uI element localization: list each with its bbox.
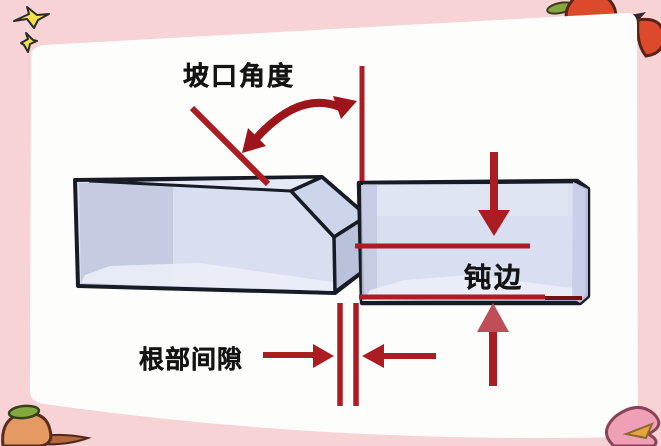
gap-arrowhead-left-icon <box>313 344 334 368</box>
corner-decorations-bottom-left <box>1 404 92 446</box>
gap-arrowhead-right-icon <box>362 344 384 368</box>
angle-arc-curve <box>249 98 344 146</box>
left-plate-floor-shading <box>81 263 333 291</box>
root-face-label: 钝边 <box>464 263 524 293</box>
arc-arrowhead-left-icon <box>242 128 266 153</box>
left-plate <box>73 175 372 295</box>
sparkle-mark-icon <box>630 12 646 22</box>
right-plate <box>356 178 591 306</box>
up-arrowhead-icon <box>477 303 509 332</box>
apple-icon <box>636 17 661 58</box>
right-plate-end-face <box>572 182 588 303</box>
corner-decorations-bottom-right <box>605 406 661 446</box>
down-arrowhead-icon <box>478 210 510 236</box>
corner-decorations-top-left <box>13 6 50 53</box>
left-plate-inner-wall-shading <box>79 183 173 285</box>
star-icon <box>13 6 50 29</box>
right-plate-top-shading <box>363 184 568 216</box>
leaf-icon <box>7 404 41 420</box>
groove-angle-label: 坡口角度 <box>183 61 296 91</box>
groove-angle-reference-line <box>189 105 271 187</box>
groove-angle-arc-heads <box>242 96 357 153</box>
star-icon <box>20 32 38 53</box>
fruit-slice-icon <box>622 422 654 440</box>
red-annotation-lines <box>189 66 545 406</box>
red-arrowheads <box>313 210 510 368</box>
peach-icon <box>1 411 53 446</box>
arc-arrowhead-right-icon <box>333 96 357 119</box>
root-gap-label: 根部间隙 <box>139 346 244 374</box>
groove-angle-arc <box>249 98 344 146</box>
right-plate-left-shading <box>361 185 377 301</box>
